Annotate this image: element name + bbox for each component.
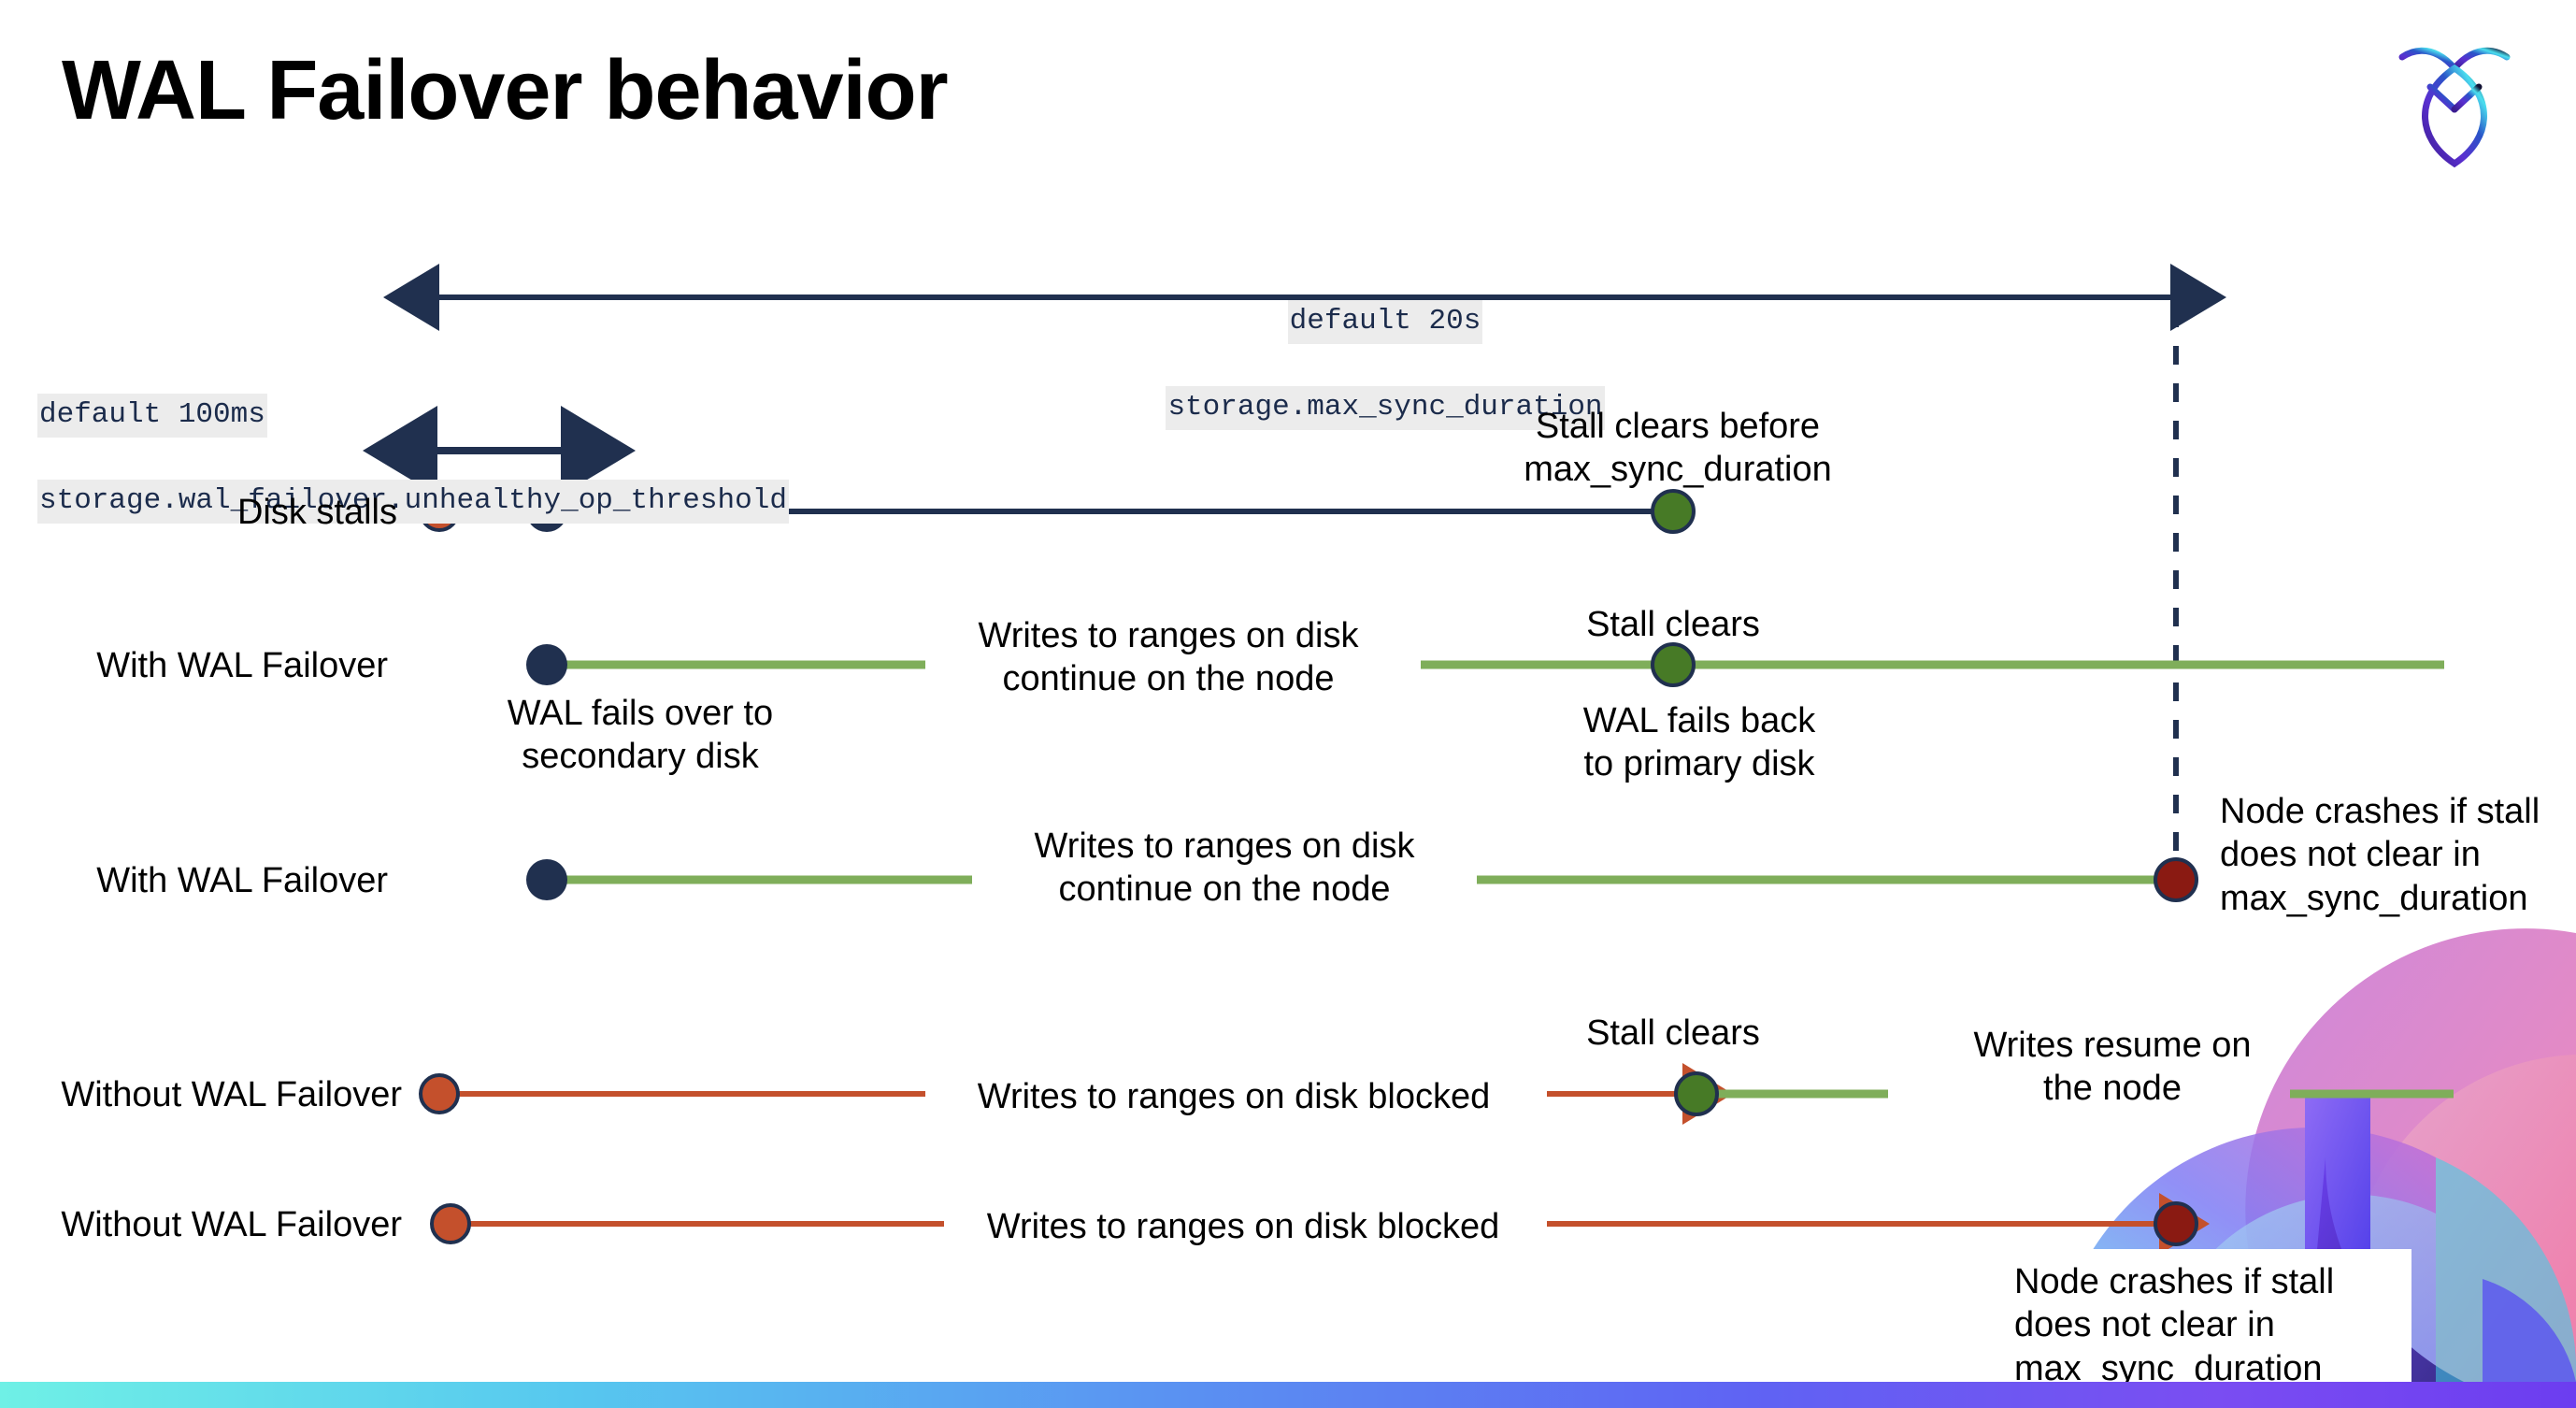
annotation-writes-continue-row2: Writes to ranges on disk continue on the… bbox=[978, 616, 1359, 699]
annotation-wal-fails-back: WAL fails back to primary disk bbox=[1582, 701, 1816, 784]
annotation-stall-clears-before-max-sync: Stall clears before max_sync_duration bbox=[1524, 407, 1832, 490]
annotation-wal-fails-over: WAL fails over to secondary disk bbox=[507, 694, 774, 777]
max-sync-duration-setting-tag: default 20s storage.max_sync_duration bbox=[1142, 258, 1628, 430]
unhealthy-op-threshold-setting-tag: default 100ms storage.wal_failover.unhea… bbox=[37, 352, 879, 524]
row-label-disk-stalls: Disk stalls bbox=[236, 493, 397, 532]
cockroachdb-logo-icon bbox=[2398, 47, 2511, 168]
annotation-node-crashes-row3: Node crashes if stall does not clear in … bbox=[2220, 792, 2540, 918]
row-label-without-wal-failover-crash: Without WAL Failover bbox=[61, 1205, 402, 1244]
annotation-writes-blocked-row4: Writes to ranges on disk blocked bbox=[977, 1077, 1491, 1116]
unhealthy-op-threshold-name: storage.wal_failover.unhealthy_op_thresh… bbox=[37, 479, 789, 524]
max-sync-duration-default: default 20s bbox=[1287, 299, 1483, 344]
page-title: WAL Failover behavior bbox=[62, 44, 949, 137]
row-with-wal-failover-clears-track bbox=[526, 642, 2444, 687]
row-label-with-wal-failover-clears: With WAL Failover bbox=[96, 646, 388, 685]
caption-knockout-card bbox=[1972, 1249, 2411, 1408]
annotation-node-crashes-row5: Node crashes if stall does not clear in … bbox=[2014, 1262, 2335, 1388]
bottom-gradient-bar bbox=[0, 1382, 2576, 1408]
row-with-wal-failover-crash-track bbox=[526, 857, 2198, 902]
annotation-stall-clears-row2: Stall clears bbox=[1586, 605, 1760, 644]
unhealthy-op-threshold-default: default 100ms bbox=[37, 393, 267, 438]
annotation-writes-blocked-row5: Writes to ranges on disk blocked bbox=[986, 1207, 1500, 1246]
row-without-wal-failover-crash-track bbox=[430, 1193, 2210, 1255]
annotation-stall-clears-row4: Stall clears bbox=[1586, 1013, 1760, 1053]
annotation-writes-resume-row4: Writes resume on the node bbox=[1973, 1026, 2252, 1109]
max-sync-duration-name: storage.max_sync_duration bbox=[1166, 385, 1605, 430]
row-label-with-wal-failover-crash: With WAL Failover bbox=[96, 861, 388, 900]
row-label-without-wal-failover-clears: Without WAL Failover bbox=[61, 1075, 402, 1114]
annotation-writes-continue-row3: Writes to ranges on disk continue on the… bbox=[1034, 826, 1415, 910]
row-without-wal-failover-clears-track bbox=[419, 1063, 2454, 1125]
